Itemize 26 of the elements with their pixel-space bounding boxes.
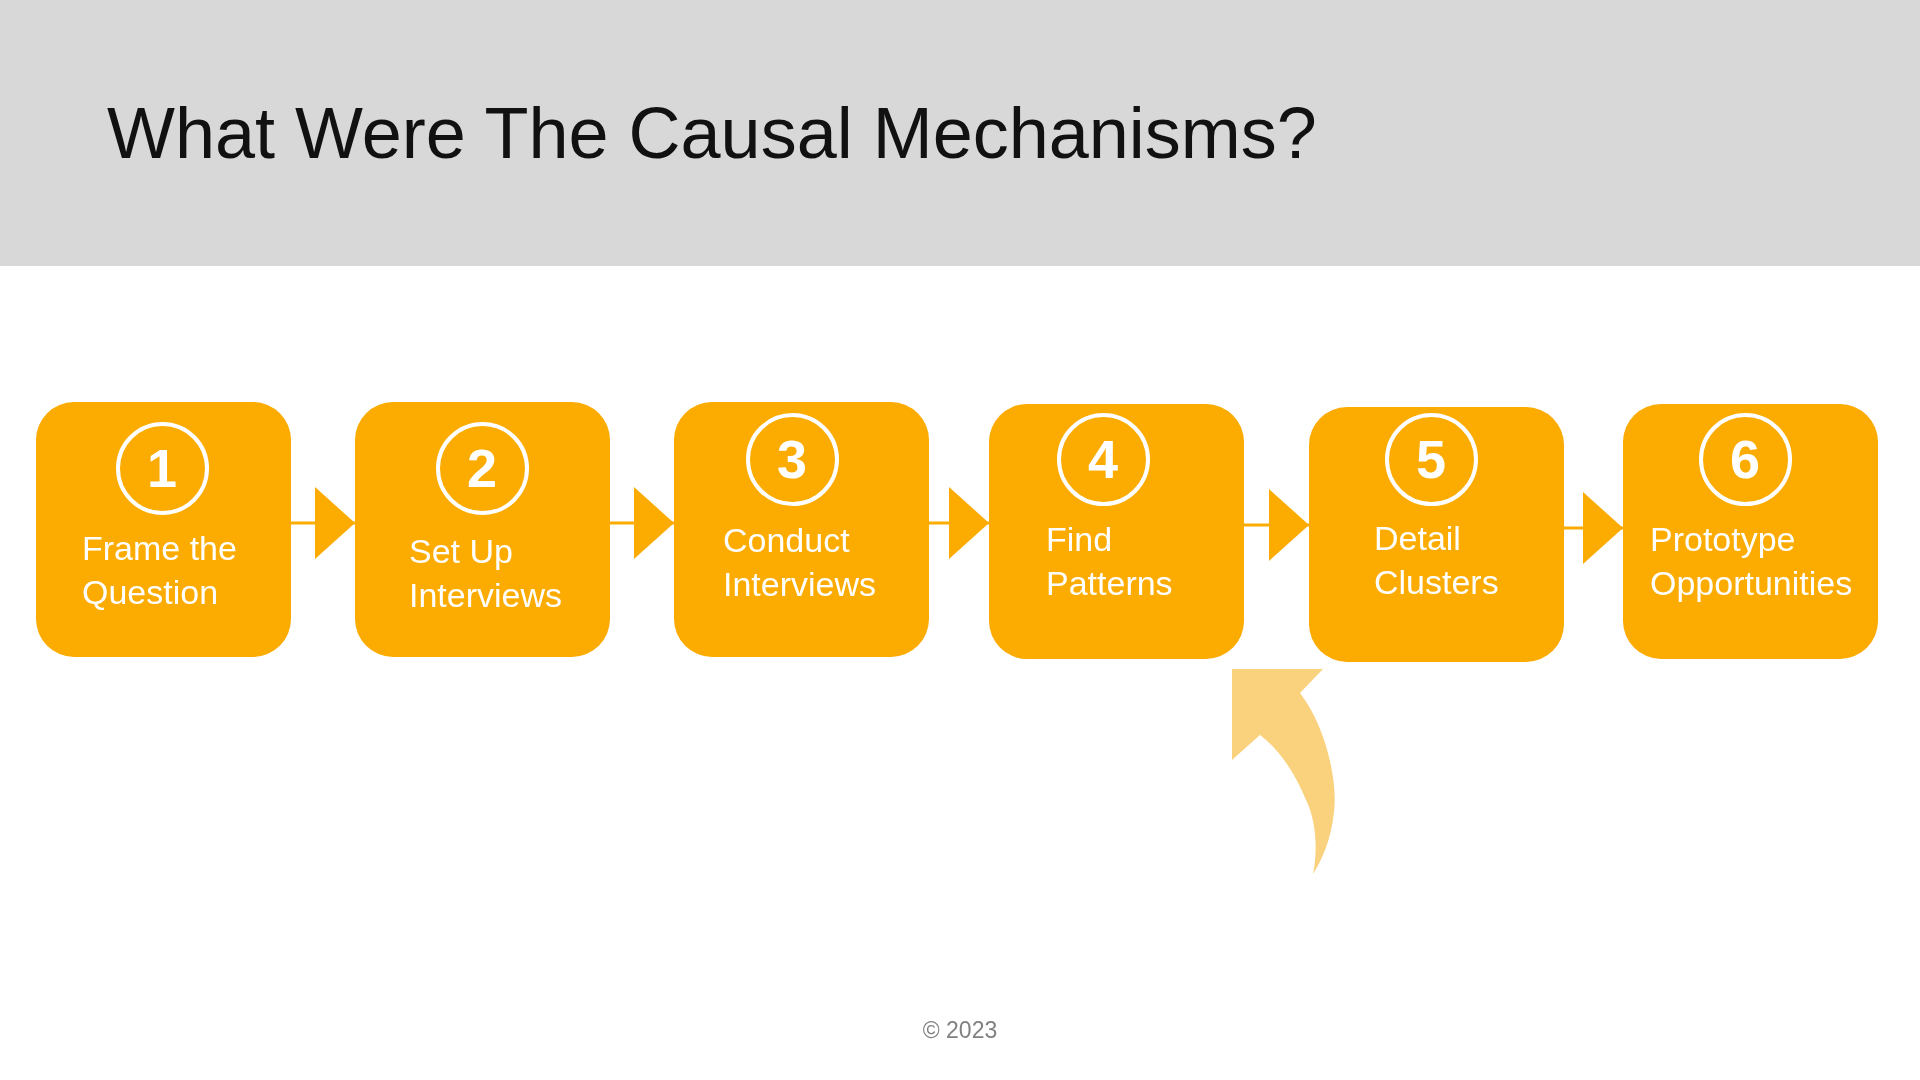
- step-box: [1623, 404, 1878, 659]
- step-label: Prototype Opportunities: [1650, 519, 1854, 604]
- step-box: [1309, 407, 1564, 662]
- step-label: Find Patterns: [1046, 519, 1174, 604]
- chevron-arrow: [291, 487, 355, 559]
- step-number: 6: [1698, 412, 1792, 506]
- step-number: 5: [1384, 412, 1478, 506]
- step-label: Conduct Interviews: [723, 520, 878, 605]
- step-box: [674, 402, 929, 657]
- step-number: 1: [115, 421, 209, 515]
- step-label: Set Up Interviews: [409, 531, 564, 616]
- curved-arrow: [1232, 669, 1335, 874]
- step-number: 3: [745, 412, 839, 506]
- slide-title: What Were The Causal Mechanisms?: [107, 92, 1317, 175]
- step-number: 2: [435, 421, 529, 515]
- chevron-arrow: [929, 487, 989, 559]
- step-box: [355, 402, 610, 657]
- step-box: [989, 404, 1244, 659]
- step-number: 4: [1056, 412, 1150, 506]
- chevron-arrow: [1244, 489, 1309, 561]
- step-label: Frame the Question: [82, 528, 238, 613]
- chevron-arrow: [1564, 492, 1623, 564]
- copyright-note: © 2023: [922, 1016, 998, 1044]
- chevron-arrow: [610, 487, 674, 559]
- step-box: [36, 402, 291, 657]
- step-label: Detail Clusters: [1374, 518, 1500, 603]
